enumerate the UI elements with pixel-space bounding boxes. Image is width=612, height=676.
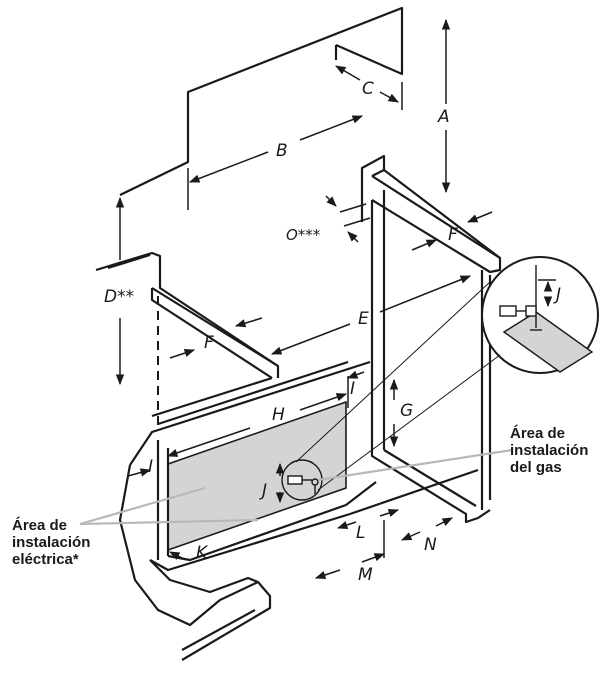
callout-leaders <box>79 448 513 526</box>
dim-label-i-left: I <box>148 457 153 477</box>
right-cabinet <box>360 154 502 524</box>
electrical-area-shading <box>167 400 347 552</box>
electric-callout-line-1: Área de <box>12 517 68 534</box>
dim-label-e: E <box>358 309 369 329</box>
inset-connector-top <box>295 281 491 463</box>
upper-wall-outline <box>119 6 404 196</box>
gas-installation-callout: Área de instalación del gas <box>510 425 588 476</box>
inset-connector-bottom <box>317 354 501 491</box>
dim-label-o: O*** <box>286 226 321 244</box>
electrical-installation-callout: Área de instalación eléctrica* <box>12 517 90 568</box>
dim-label-n: N <box>424 535 437 555</box>
gas-callout-line-2: instalación <box>510 442 589 459</box>
gas-fitting-detail <box>281 459 323 501</box>
gas-callout-line-1: Área de <box>510 425 566 442</box>
electric-callout-line-3: eléctrica* <box>12 551 79 568</box>
dim-label-l: L <box>356 523 365 543</box>
dim-label-m: M <box>358 565 373 585</box>
left-countertop <box>95 251 349 426</box>
dim-label-f-left: F <box>204 333 214 353</box>
dim-label-b: B <box>276 141 288 161</box>
dim-label-g: G <box>400 401 413 421</box>
dim-label-d: D** <box>104 287 134 307</box>
dim-label-j-main: J <box>259 481 267 501</box>
dim-label-j-inset: J <box>553 285 561 305</box>
dim-label-a: A <box>437 107 450 127</box>
dim-label-k: K <box>196 543 209 563</box>
gas-fitting-inset <box>481 256 599 374</box>
dim-label-c: C <box>362 79 374 99</box>
dim-label-f-top: F <box>448 225 458 245</box>
dim-label-h: H <box>272 405 285 425</box>
electric-callout-line-2: instalación <box>12 534 91 551</box>
dim-label-i-right: I <box>350 379 355 399</box>
dimension-lines <box>115 18 556 579</box>
gas-callout-line-3: del gas <box>510 459 562 476</box>
